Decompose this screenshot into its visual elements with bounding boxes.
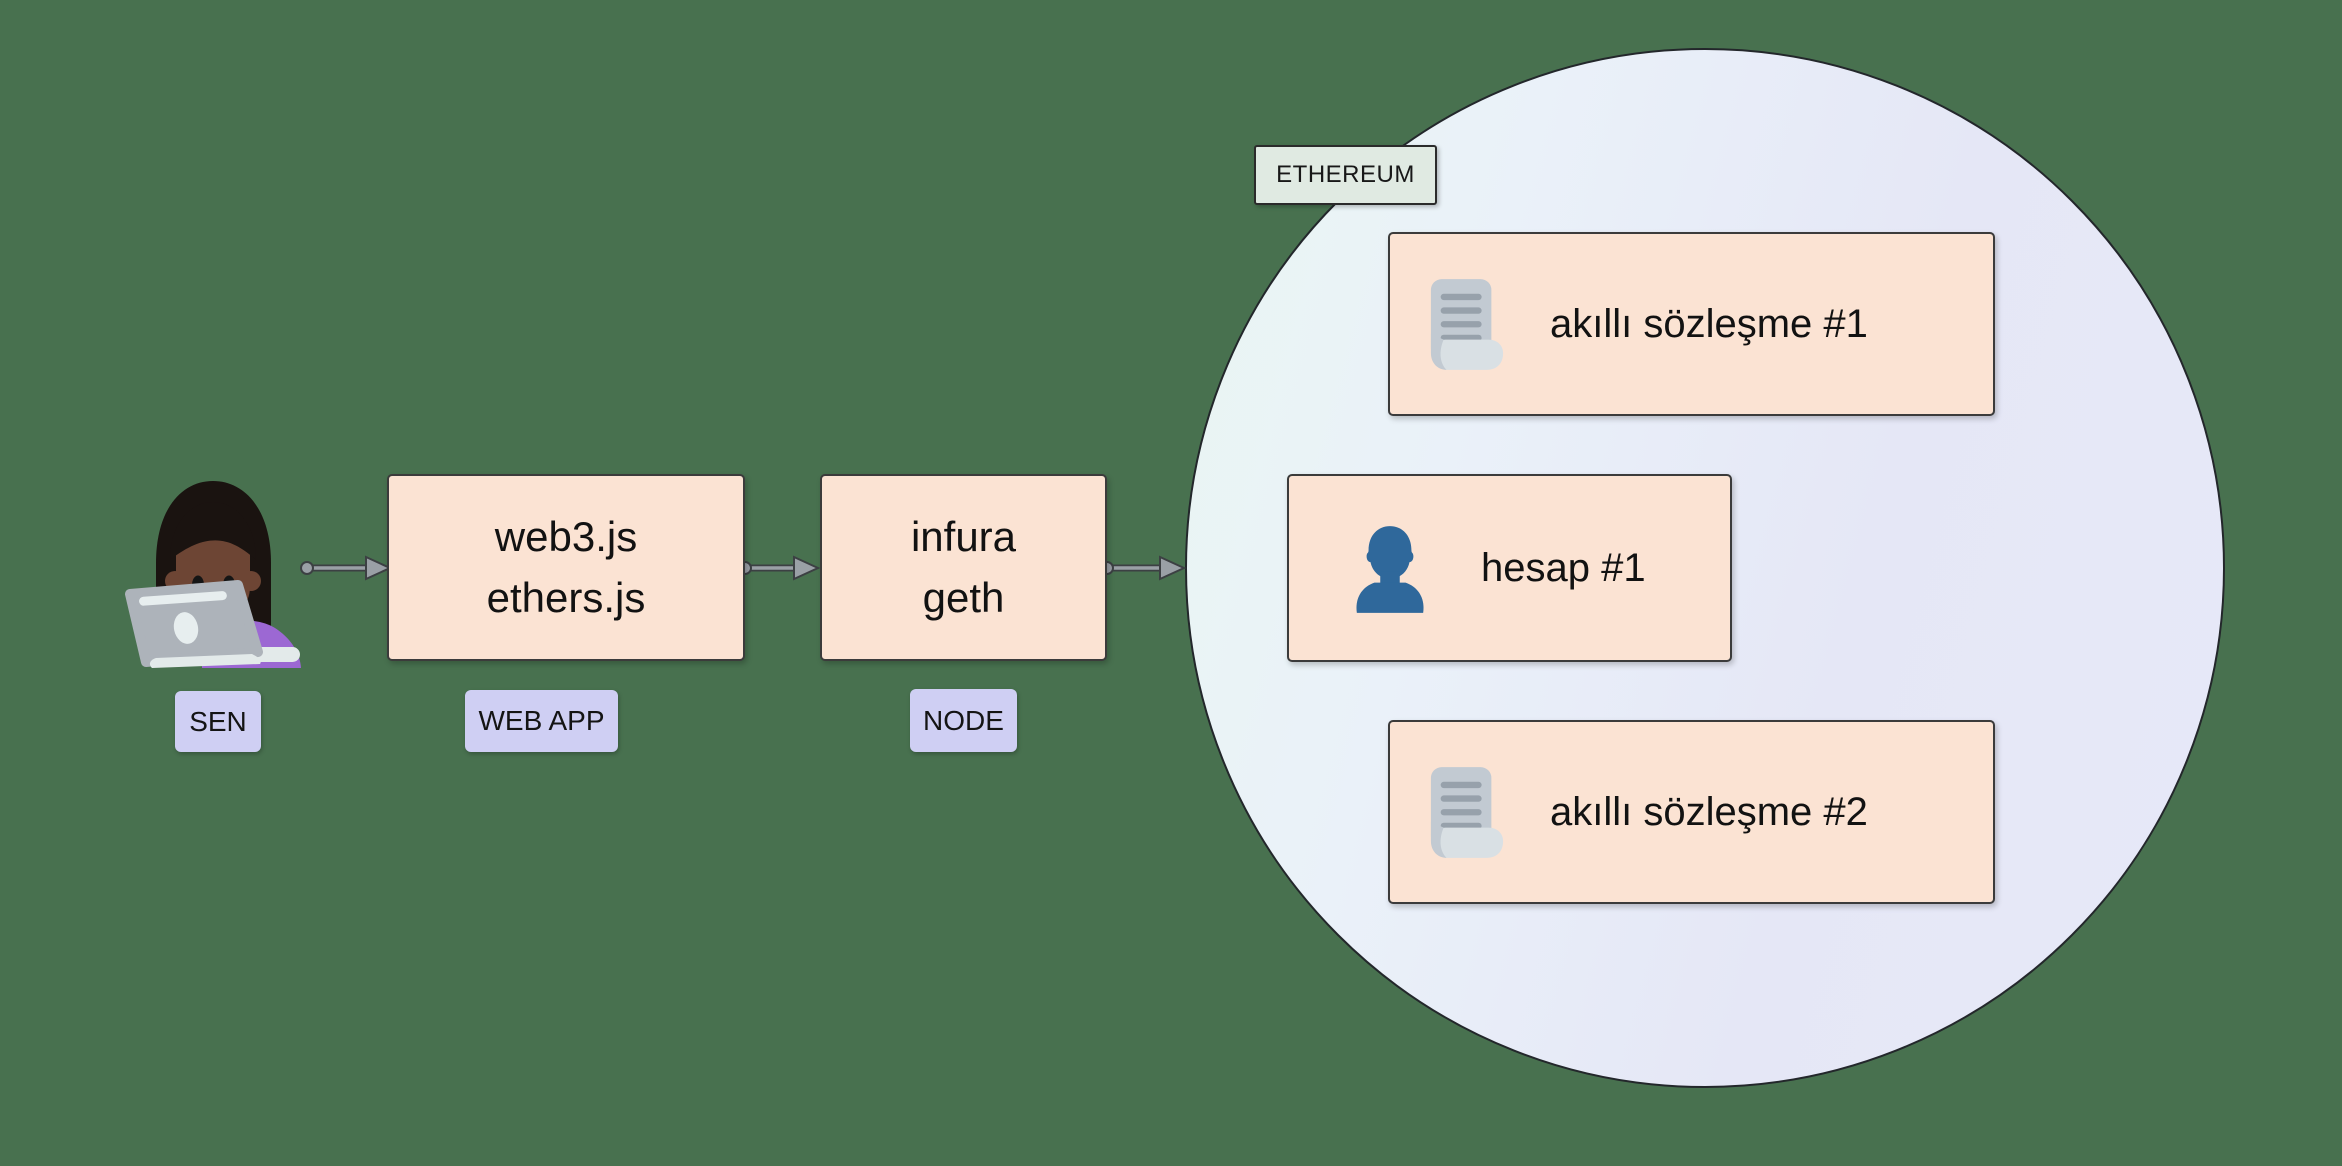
webapp-badge: WEB APP: [465, 690, 618, 752]
webapp-box: web3.js ethers.js: [387, 474, 745, 661]
node-box-line1: infura: [910, 512, 1017, 560]
user-badge-label: SEN: [189, 705, 247, 737]
smart-contract-1-label: akıllı sözleşme #1: [1550, 301, 1868, 346]
ethereum-badge-label: ETHEREUM: [1276, 161, 1415, 188]
woman-technologist-emoji: [125, 481, 301, 668]
user-icon: [1356, 526, 1424, 613]
node-box-line2: geth: [922, 573, 1005, 621]
node-box: infura geth: [820, 474, 1107, 661]
scroll-icon: [1430, 767, 1504, 858]
user-badge: SEN: [175, 691, 261, 752]
account-1-box: hesap #1: [1287, 474, 1732, 662]
node-badge-label: NODE: [923, 704, 1004, 736]
webapp-box-line2: ethers.js: [486, 573, 646, 621]
smart-contract-1-box: akıllı sözleşme #1: [1388, 232, 1995, 416]
scroll-icon: [1430, 279, 1504, 370]
node-badge: NODE: [910, 689, 1017, 752]
ethereum-badge: ETHEREUM: [1254, 145, 1437, 205]
smart-contract-2-box: akıllı sözleşme #2: [1388, 720, 1995, 904]
webapp-box-line1: web3.js: [494, 512, 638, 560]
account-1-label: hesap #1: [1481, 545, 1646, 590]
webapp-badge-label: WEB APP: [478, 705, 605, 736]
arrow-user-to-webapp: [300, 555, 393, 581]
smart-contract-2-label: akıllı sözleşme #2: [1550, 789, 1868, 834]
arrow-node-to-ethereum: [1100, 555, 1187, 581]
arrow-webapp-to-node: [738, 555, 821, 581]
